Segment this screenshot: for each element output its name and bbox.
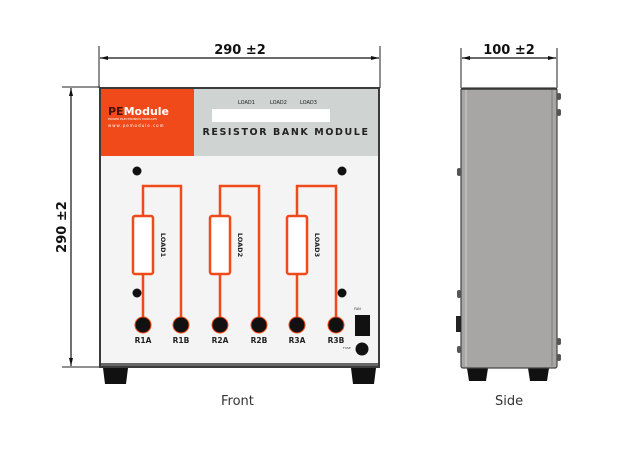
side-foot-back bbox=[528, 368, 549, 381]
terminal-label-r2b: R2B bbox=[250, 336, 268, 345]
fan-switch bbox=[355, 315, 370, 336]
side-depth-dimension: 100 ±2 bbox=[460, 43, 558, 88]
logo-module: Module bbox=[123, 105, 170, 118]
brand-website: www.pemodule.com bbox=[108, 123, 165, 128]
brand-logo: PEModule POWER ELECTRONICS MODULES www.p… bbox=[108, 106, 192, 129]
mount-hole bbox=[337, 166, 347, 176]
front-foot-right bbox=[351, 368, 376, 384]
front-width-dimension: 290 ±2 bbox=[98, 43, 381, 88]
terminal-label-r2a: R2A bbox=[211, 336, 229, 345]
logo-pe: PE bbox=[108, 105, 124, 118]
terminal-label-r3b: R3B bbox=[327, 336, 345, 345]
terminal-label-r1b: R1B bbox=[172, 336, 190, 345]
fuse-holder bbox=[355, 342, 369, 356]
side-caption: Side bbox=[495, 394, 524, 409]
front-height-label: 290 ±2 bbox=[55, 201, 70, 253]
front-width-label: 290 ±2 bbox=[214, 43, 266, 58]
terminal-label-r3a: R3A bbox=[288, 336, 306, 345]
terminal-r1a bbox=[134, 316, 152, 334]
terminal-r2b bbox=[250, 316, 268, 334]
brand-block bbox=[101, 89, 194, 156]
terminal-r3b bbox=[327, 316, 345, 334]
brand-tagline: POWER ELECTRONICS MODULES bbox=[108, 117, 157, 121]
side-depth-label: 100 ±2 bbox=[483, 43, 535, 58]
terminal-r2a bbox=[211, 316, 229, 334]
load1-circuit bbox=[131, 184, 183, 322]
mount-hole bbox=[337, 288, 347, 298]
terminal-r3a bbox=[288, 316, 306, 334]
header-block bbox=[194, 89, 378, 156]
display-window bbox=[212, 109, 330, 122]
side-foot-front bbox=[467, 368, 488, 381]
front-foot-left bbox=[103, 368, 128, 384]
mount-hole bbox=[132, 288, 142, 298]
fan-label: FAN bbox=[354, 307, 361, 311]
load2-circuit bbox=[208, 184, 261, 322]
mount-hole bbox=[132, 166, 142, 176]
terminal-label-r1a: R1A bbox=[134, 336, 152, 345]
header-load1: LOAD1 bbox=[238, 100, 255, 106]
load3-circuit bbox=[285, 184, 338, 322]
terminals bbox=[134, 316, 345, 334]
header-load3: LOAD3 bbox=[300, 100, 317, 106]
side-case bbox=[460, 87, 558, 369]
front-height-dimension: 290 ±2 bbox=[55, 86, 100, 368]
fuse-label: FUSE bbox=[343, 346, 351, 350]
terminal-r1b bbox=[172, 316, 190, 334]
front-caption: Front bbox=[221, 394, 254, 409]
module-title: RESISTOR BANK MODULE bbox=[202, 127, 370, 138]
header-load2: LOAD2 bbox=[270, 100, 287, 106]
